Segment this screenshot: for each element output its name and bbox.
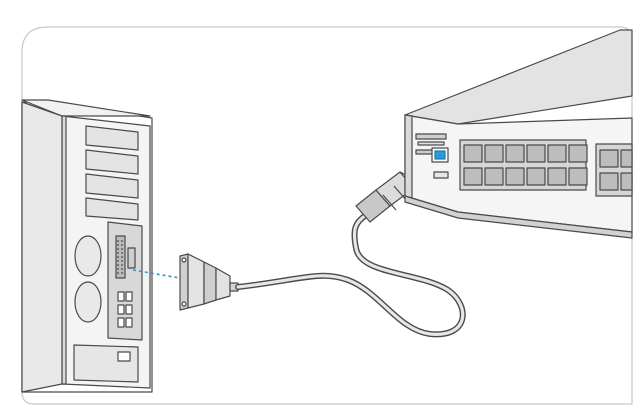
desktop-tower [21, 99, 153, 393]
rack-switch [404, 29, 633, 239]
serial-connector [179, 253, 239, 311]
link-pc-to-connector [132, 269, 181, 279]
port-group-1 [459, 139, 588, 191]
port-group-2 [595, 143, 633, 197]
